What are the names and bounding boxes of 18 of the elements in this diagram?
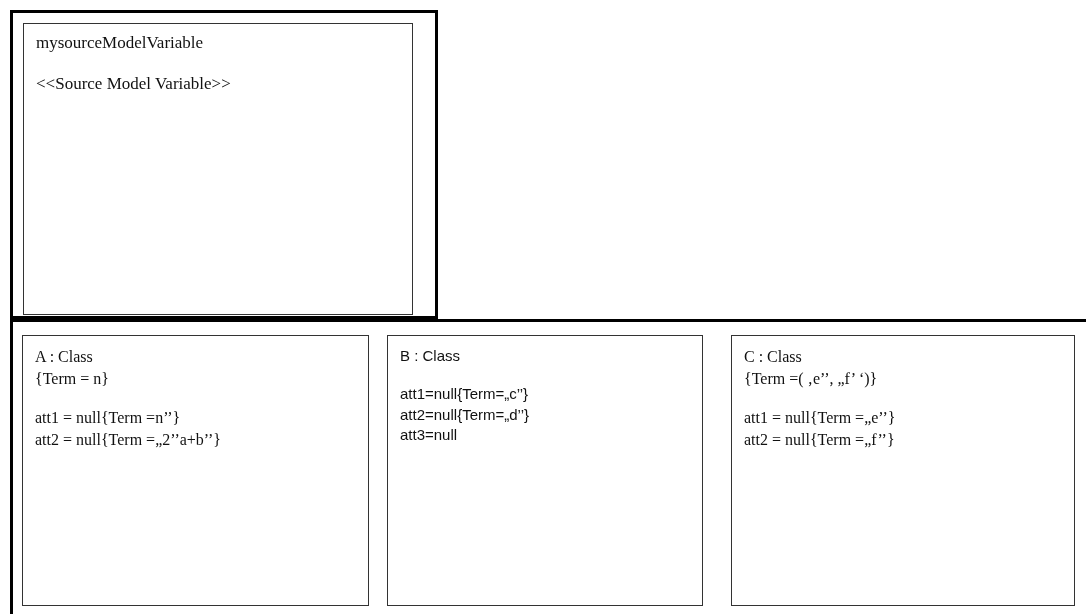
- class-text: att2=null{Term=„d’’}: [400, 404, 530, 425]
- class-text: att1=null{Term=„c’’}: [400, 384, 530, 405]
- class-text: att2 = null{Term =„f’’}: [744, 429, 896, 450]
- class-text: {Term = n}: [35, 368, 110, 389]
- class-box: [731, 335, 1075, 606]
- class-text: att1 = null{Term =n’’}: [35, 408, 182, 429]
- class-text: att2 = null{Term =„2’’a+b’’}: [35, 429, 222, 450]
- class-text: C : Class: [744, 347, 803, 367]
- class-box: [387, 335, 703, 606]
- class-text: att3=null: [400, 424, 459, 445]
- class-text: B : Class: [400, 346, 461, 366]
- class-text: A : Class: [35, 347, 94, 367]
- frame-box: [10, 319, 1086, 614]
- class-text: <<Source Model Variable>>: [36, 72, 232, 95]
- class-box: [22, 335, 369, 606]
- class-text: mysourceModelVariable: [36, 32, 205, 54]
- class-text: att1 = null{Term =„e’’}: [744, 408, 897, 429]
- class-text: {Term =( ‚e’’, „f’ ‘)}: [744, 368, 879, 390]
